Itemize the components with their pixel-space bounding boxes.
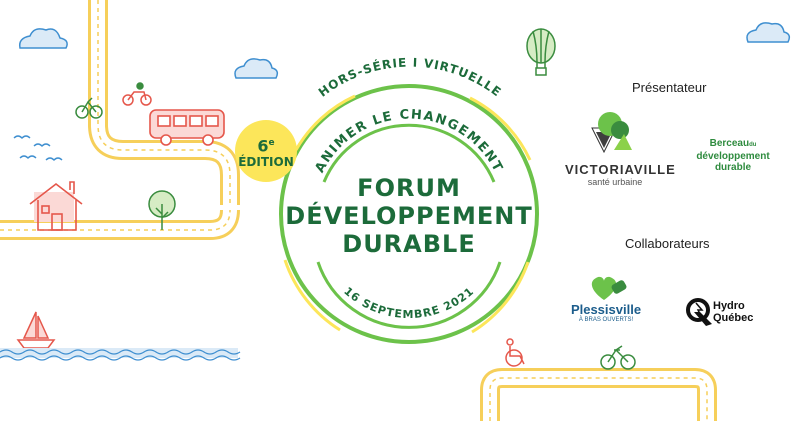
berceau-du: du [749, 142, 757, 148]
edition-label: ÉDITION [238, 155, 294, 170]
tree-icon [148, 190, 176, 230]
title-line-2: DÉVELOPPEMENT [285, 202, 533, 230]
victoriaville-sub: santé urbaine [587, 177, 643, 187]
hydro-quebec-logo-mark [686, 298, 712, 326]
waves-icon [0, 348, 241, 361]
road-bottom-right [480, 368, 717, 421]
series-text: HORS-SÉRIE I VIRTUELLE [316, 56, 504, 100]
cloud-icon [18, 28, 68, 49]
collaborators-heading: Collaborateurs [625, 236, 710, 251]
hot-air-balloon-icon [526, 28, 556, 76]
birds-icon [13, 135, 63, 161]
berceau-line-3: durable [714, 162, 752, 173]
wheelchair-icon [505, 338, 525, 367]
plessisville-logo-mark [591, 276, 627, 300]
berceau-line-2: développement [696, 151, 770, 162]
motorcycle-icon [122, 82, 152, 106]
bus-icon [149, 109, 225, 146]
sailboat-icon [16, 311, 56, 349]
plessisville-sub: À BRAS OUVERTS! [578, 317, 634, 323]
edition-suffix: e [268, 138, 275, 148]
hydro-line-1: Hydro [713, 300, 745, 312]
hydro-line-2: Québec [713, 312, 754, 324]
edition-number: 6 [257, 136, 269, 156]
berceau-logo: Berceaudu développement durable [693, 138, 773, 173]
title-line-3: DURABLE [342, 230, 476, 258]
road-left [0, 0, 240, 240]
victoriaville-name: VICTORIAVILLE [565, 162, 676, 177]
edition-badge: 6e ÉDITION [235, 120, 297, 182]
tagline-text: ANIMER LE CHANGEMENT [312, 107, 505, 175]
title-ring [279, 84, 539, 344]
bicycle-icon [600, 345, 636, 370]
presenter-heading: Présentateur [632, 80, 707, 95]
cloud-icon [746, 22, 791, 43]
victoriaville-logo: VICTORIAVILLE santé urbaine [565, 162, 676, 187]
hydro-quebec-logo: Hydro Québec [713, 300, 753, 324]
victoriaville-logo-mark [591, 112, 632, 154]
plessisville-logo: Plessisville À BRAS OUVERTS! [566, 302, 646, 323]
bicycle-icon [75, 97, 103, 119]
cloud-icon [234, 58, 279, 79]
house-icon [29, 181, 83, 231]
berceau-line-1: Berceau [709, 138, 750, 149]
title-line-1: FORUM [357, 174, 461, 202]
plessisville-name: Plessisville [570, 302, 642, 317]
